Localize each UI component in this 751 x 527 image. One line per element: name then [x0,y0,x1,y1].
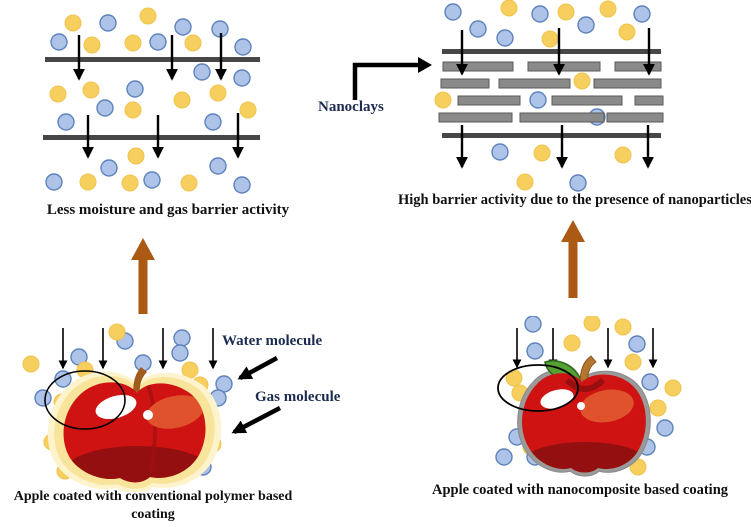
nanocomposite-film-diagram [434,0,664,192]
water-molecule-label: Water molecule [222,333,323,349]
arrowhead [418,57,432,73]
upward-arrow-right [561,220,585,298]
polymer-film-lines [43,57,260,140]
apple-stem [579,355,597,382]
conventional-film-diagram [43,7,260,194]
permeation-arrows [73,33,244,159]
incoming-arrows [58,328,218,370]
apple-stem [133,367,147,395]
gas-molecule-label: Gas molecule [255,389,341,405]
molecule-dots [45,7,257,194]
conventional-apple-scene [22,323,282,492]
nanoclays-pointer-arrow [352,57,432,100]
nanoclay-platelets [438,61,664,123]
coated-apple [47,367,222,492]
magnifier-ellipse [44,370,126,430]
caption-high-barrier: High barrier activity due to the presenc… [398,192,751,208]
nanocomposite-apple-scene [495,316,682,477]
molecule-dots [434,0,651,192]
polymer-film-lines [442,49,661,138]
gas-pointer-arrow [231,406,282,434]
caption-nanocomposite-coating: Apple coated with nanocomposite based co… [431,482,729,498]
nanoclays-label: Nanoclays [318,99,384,115]
upward-arrow-left [131,238,155,314]
blocked-arrows [456,28,655,169]
caption-less-barrier: Less moisture and gas barrier activity [46,202,290,218]
magnifier-ellipse [497,364,579,412]
annotation-arrows [231,356,282,434]
coated-apple [517,355,651,477]
water-pointer-arrow [237,356,279,380]
caption-conventional-coating: Apple coated with conventional polymer b… [13,489,293,523]
